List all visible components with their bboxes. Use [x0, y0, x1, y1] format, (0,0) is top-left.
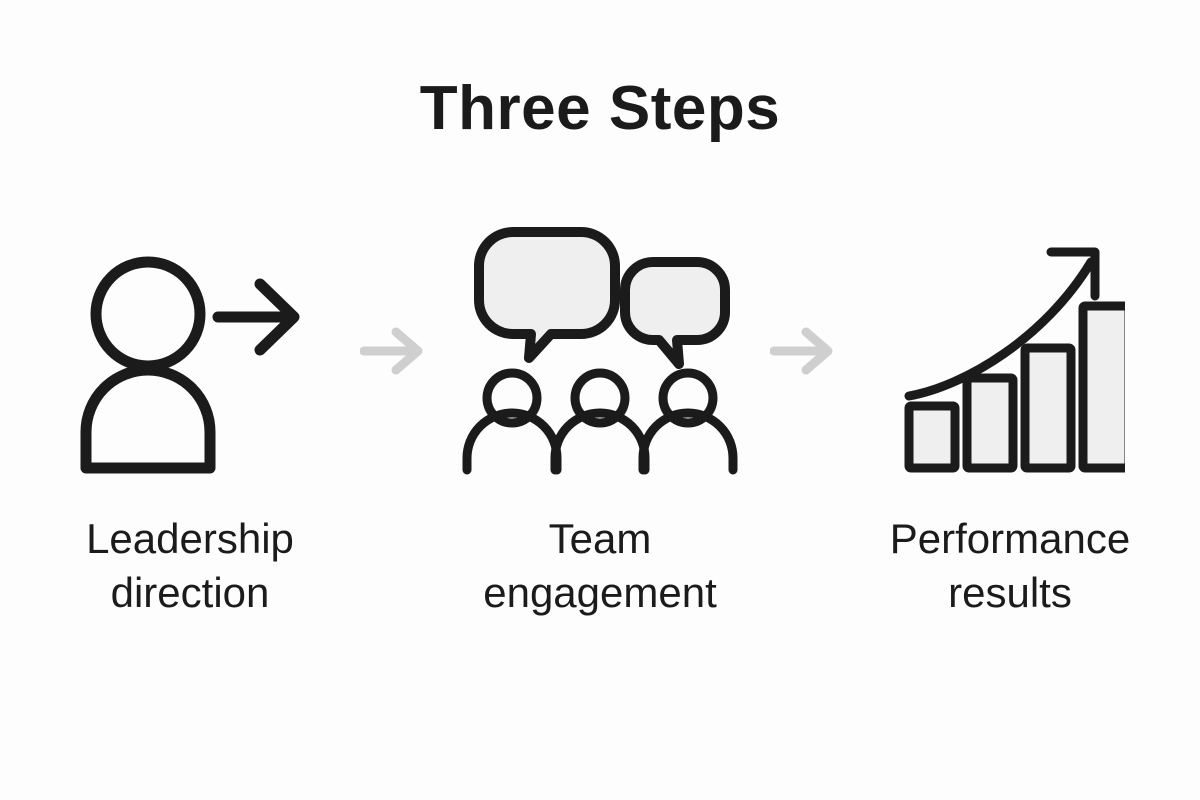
page-title: Three Steps: [419, 74, 781, 143]
speech-bubble-large-icon: [474, 227, 620, 363]
step-performance-results[interactable]: Performance results: [860, 226, 1160, 620]
growth-arrowhead-icon: [1046, 247, 1100, 301]
person-head-shape: [90, 256, 206, 372]
team-head-1-shape: [482, 368, 542, 428]
direction-arrow-icon: [212, 278, 300, 356]
step-2-label: Team engagement: [483, 515, 717, 616]
bar-3-shape: [1020, 343, 1076, 473]
team-speech-bubbles-icon: [462, 227, 738, 475]
step-3-icon-wrapper: [860, 226, 1160, 476]
connector-arrow-1: [340, 226, 450, 476]
step-team-engagement[interactable]: Team engagement: [450, 226, 750, 620]
step-leadership-direction[interactable]: Leadership direction: [40, 226, 340, 620]
growth-curve-shape: [904, 257, 1096, 401]
bar-2-shape: [962, 373, 1018, 473]
step-1-icon-wrapper: [40, 226, 340, 476]
step-1-label: Leadership direction: [86, 515, 294, 616]
bar-4-shape: [1078, 301, 1125, 473]
step-2-icon-wrapper: [450, 226, 750, 476]
team-head-3-shape: [658, 368, 718, 428]
person-arrow-icon: [80, 256, 300, 474]
growth-bar-chart-icon: [904, 247, 1125, 473]
team-body-3-shape: [638, 408, 738, 475]
speech-bubble-small-icon: [620, 257, 730, 369]
steps-row: Leadership direction: [30, 226, 1170, 620]
connector-arrow-2: [750, 226, 860, 476]
arrow-right-icon: [360, 327, 423, 375]
team-head-2-shape: [570, 368, 630, 428]
bar-1-shape: [904, 401, 960, 473]
arrow-right-icon: [770, 327, 833, 375]
person-body-shape: [80, 364, 216, 474]
step-3-label: Performance results: [889, 515, 1131, 616]
